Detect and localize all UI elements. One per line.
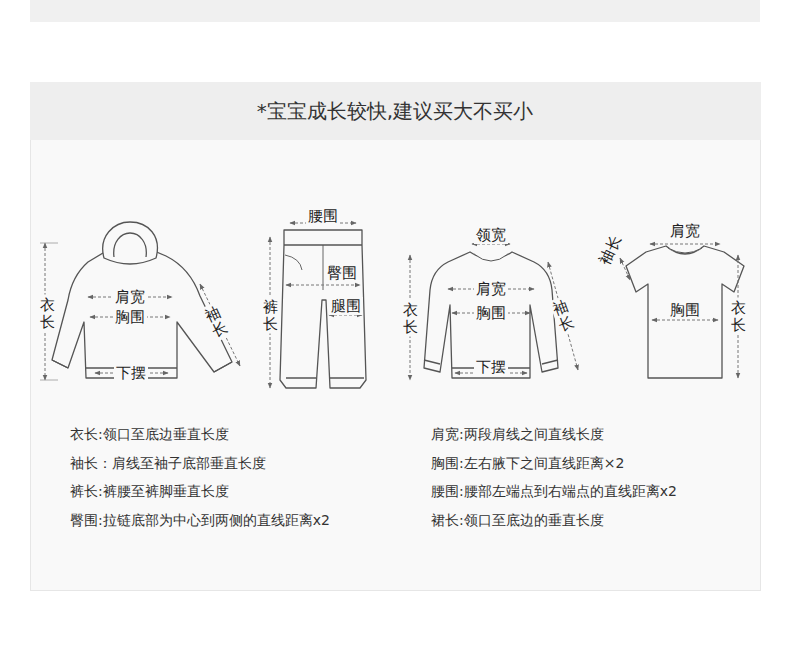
t-shirt-stroke xyxy=(650,244,720,245)
pants-stroke xyxy=(323,245,324,290)
hoodie-stroke xyxy=(52,250,232,378)
hoodie-stroke xyxy=(114,233,147,257)
measure-label: 袖长 xyxy=(595,231,626,269)
t-shirt-stroke xyxy=(652,320,718,321)
pants-stroke xyxy=(286,377,364,378)
t-shirt-stroke xyxy=(620,258,630,280)
definition-note: 腰围:腰部左端点到右端点的直线距离x2 xyxy=(431,483,677,500)
measure-label: 袖长 xyxy=(200,302,231,343)
pants xyxy=(270,223,366,388)
sweater xyxy=(410,244,578,380)
measure-label: 衣长 xyxy=(402,300,419,337)
definition-note: 肩宽:两段肩线之间直线长度 xyxy=(431,426,604,443)
pants-stroke xyxy=(280,230,366,388)
measure-label: 胸围 xyxy=(113,308,147,326)
pants-stroke xyxy=(285,255,302,270)
definition-note: 衣长:领口至底边垂直长度 xyxy=(70,426,229,443)
definition-note: 裤长:裤腰至裤脚垂直长度 xyxy=(70,483,229,500)
t-shirt xyxy=(620,244,744,378)
pants-stroke xyxy=(286,285,360,286)
measure-label: 肩宽 xyxy=(668,222,702,240)
definition-note: 臀围:拉链底部为中心到两侧的直线距离x2 xyxy=(70,512,330,529)
measure-label: 衣长 xyxy=(730,298,747,335)
measure-label: 肩宽 xyxy=(474,280,508,298)
hoodie-stroke xyxy=(103,222,158,264)
sweater-stroke xyxy=(424,252,558,378)
top-bar xyxy=(30,0,760,22)
definition-note: 胸围:左右腋下之间直线距离×2 xyxy=(431,455,624,472)
measure-label: 领宽 xyxy=(474,226,508,244)
t-shirt-stroke xyxy=(668,248,702,253)
hoodie xyxy=(40,222,240,380)
measure-label: 袖长 xyxy=(549,296,578,337)
t-shirt-stroke xyxy=(626,246,744,378)
sweater-stroke xyxy=(548,262,578,370)
measure-label: 下摆 xyxy=(114,364,148,382)
measure-label: 腿围 xyxy=(329,297,363,315)
measure-label: 胸围 xyxy=(668,301,702,319)
measure-label: 臀围 xyxy=(325,264,359,282)
sweater-stroke xyxy=(474,254,508,261)
measure-label: 腰围 xyxy=(306,207,340,225)
measure-label: 裤长 xyxy=(262,297,279,334)
page-title: *宝宝成长较快,建议买大不买小 xyxy=(257,99,533,123)
definition-note: 裙长:领口至底边的垂直长度 xyxy=(431,512,604,529)
hoodie-stroke xyxy=(200,284,240,366)
measure-label: 下摆 xyxy=(474,358,508,376)
measure-label: 衣长 xyxy=(39,295,56,332)
definition-note: 袖长：肩线至袖子底部垂直长度 xyxy=(70,455,266,472)
measure-label: 肩宽 xyxy=(113,288,147,306)
measure-label: 胸围 xyxy=(474,304,508,322)
